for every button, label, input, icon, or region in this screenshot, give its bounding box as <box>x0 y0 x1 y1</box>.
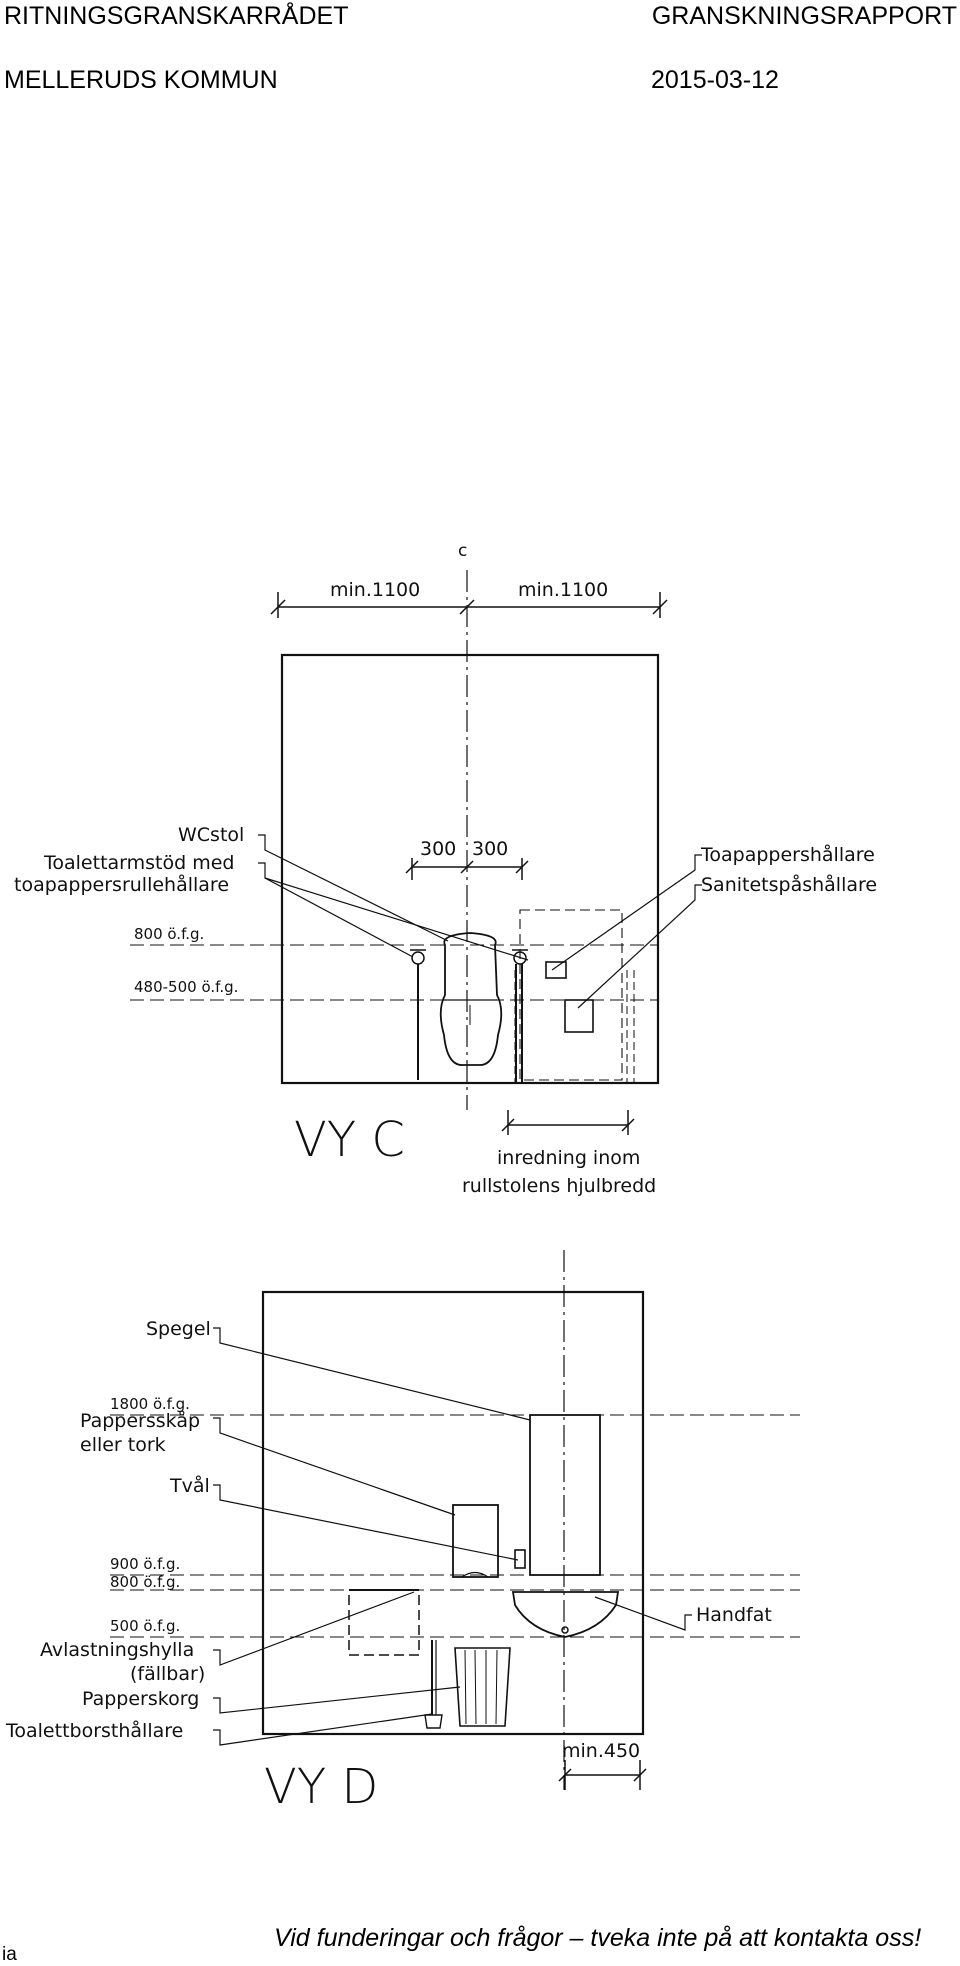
view-d-drawing <box>110 1250 800 1790</box>
label-armrest-1: Toalettarmstöd med <box>43 852 234 874</box>
label-brush: Toalettborsthållare <box>5 1719 183 1742</box>
label-sink: Handfat <box>696 1604 772 1626</box>
label-basket: Papperskorg <box>82 1688 199 1710</box>
footer-corner-text: ia <box>2 1944 17 1965</box>
label-dim-300a: 300 <box>420 838 456 860</box>
armrest-left <box>411 951 425 965</box>
label-mirror: Spegel <box>146 1318 211 1340</box>
view-c-room-outline <box>280 653 660 1085</box>
label-paper-cab-1: Pappersskåp <box>80 1409 200 1432</box>
view-d-room-outline <box>261 1290 645 1736</box>
view-c-dim-right: min.1100 <box>518 579 608 601</box>
label-furnish-1: inredning inom <box>497 1147 640 1169</box>
soap-dispenser <box>514 1549 526 1569</box>
view-d-title: VY D <box>264 1759 378 1815</box>
level-480-c: 480-500 ö.f.g. <box>134 978 238 996</box>
mirror <box>529 1414 601 1576</box>
view-c-title: VY C <box>294 1112 405 1168</box>
view-c-drawing <box>130 570 702 1135</box>
footer-contact-text: Vid funderingar och frågor – tveka inte … <box>274 1924 922 1952</box>
sink <box>511 1591 620 1638</box>
label-shelf-1: Avlastningshylla <box>40 1639 194 1661</box>
view-c-dim-left: min.1100 <box>330 579 420 601</box>
wc-bowl <box>439 932 503 1066</box>
level-1800-d: 1800 ö.f.g. <box>110 1395 190 1413</box>
toilet-paper-holder <box>545 961 567 979</box>
label-dim-450: min.450 <box>562 1740 640 1762</box>
header-date: 2015-03-12 <box>651 66 779 94</box>
label-paper-cab-2: eller tork <box>80 1434 166 1456</box>
label-dim-300b: 300 <box>472 838 508 860</box>
label-soap: Tvål <box>169 1474 210 1497</box>
level-900-d: 900 ö.f.g. <box>110 1555 180 1573</box>
label-armrest-2: toapappersrullehållare <box>14 873 229 896</box>
armrest-right <box>513 951 527 965</box>
view-c-centerline-mark: c <box>458 541 467 561</box>
header-organization: RITNINGSGRANSKARRÅDET <box>4 2 349 30</box>
paper-basket <box>454 1647 511 1727</box>
label-wc: WCstol <box>178 824 244 846</box>
label-shelf-2: (fällbar) <box>130 1663 205 1685</box>
header-municipality: MELLERUDS KOMMUN <box>4 66 278 94</box>
label-furnish-2: rullstolens hjulbredd <box>462 1175 656 1197</box>
level-800-c: 800 ö.f.g. <box>134 925 204 943</box>
label-paper-holder: Toapappershållare <box>700 843 875 866</box>
sanitary-bag-holder <box>564 999 594 1033</box>
paper-cabinet <box>452 1504 499 1578</box>
label-sanitary-holder: Sanitetspåshållare <box>701 873 877 896</box>
header-document-type: GRANSKNINGSRAPPORT <box>651 2 957 30</box>
level-800-d: 800 ö.f.g. <box>110 1573 180 1591</box>
level-500-d: 500 ö.f.g. <box>110 1617 180 1635</box>
fold-down-shelf <box>348 1589 420 1656</box>
